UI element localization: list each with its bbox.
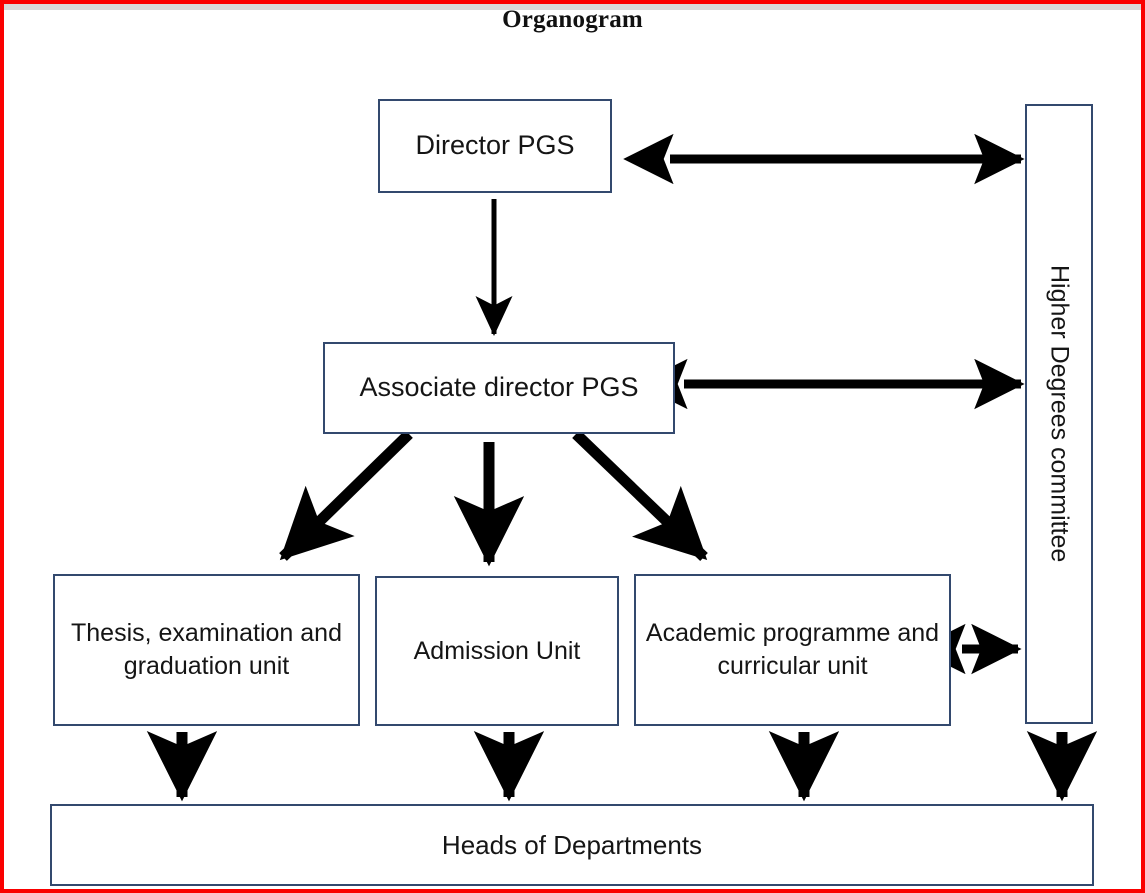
node-heads-of-departments-label: Heads of Departments <box>441 829 703 860</box>
edge-associate-to-academic <box>572 430 708 561</box>
node-associate-director-pgs[interactable]: Associate director PGS <box>323 342 675 434</box>
node-higher-degrees-committee[interactable]: Higher Degrees committee <box>1025 104 1093 724</box>
node-higher-degrees-committee-label: Higher Degrees committee <box>1045 265 1074 563</box>
node-heads-of-departments[interactable]: Heads of Departments <box>50 804 1094 886</box>
edge-associate-to-thesis <box>279 430 413 561</box>
node-director-pgs[interactable]: Director PGS <box>378 99 612 193</box>
node-admission-unit-label: Admission Unit <box>413 636 581 665</box>
node-associate-director-pgs-label: Associate director PGS <box>359 372 639 403</box>
node-thesis-examination-graduation-unit[interactable]: Thesis, examination and graduation unit <box>53 574 360 726</box>
page-title: Organogram <box>502 6 643 33</box>
node-thesis-examination-graduation-unit-label: Thesis, examination and graduation unit <box>71 619 342 680</box>
top-strip <box>4 4 1141 10</box>
node-academic-programme-curricular-unit-label: Academic programme and curricular unit <box>645 619 940 680</box>
node-academic-programme-curricular-unit[interactable]: Academic programme and curricular unit <box>634 574 951 726</box>
node-director-pgs-label: Director PGS <box>415 130 575 161</box>
node-admission-unit[interactable]: Admission Unit <box>375 576 619 726</box>
